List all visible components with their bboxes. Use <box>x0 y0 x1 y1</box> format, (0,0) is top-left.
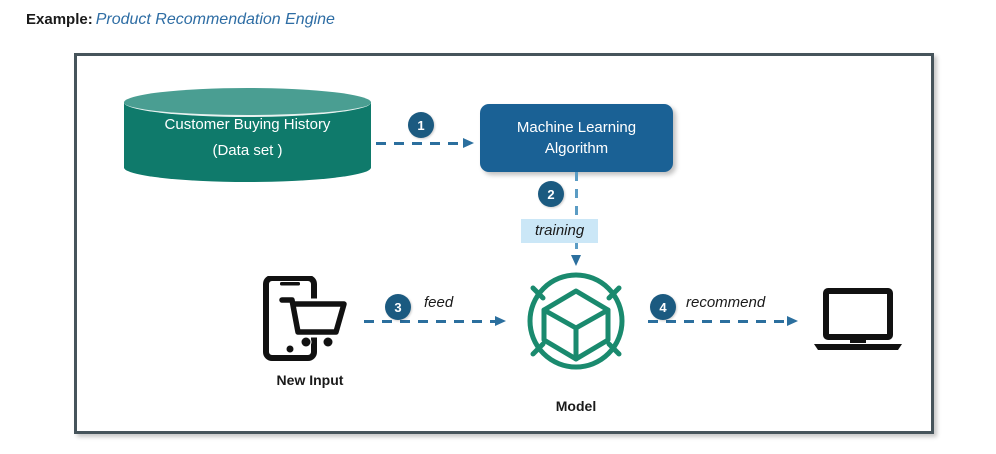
algorithm-label-line2: Algorithm <box>544 140 609 157</box>
dataset-label-line1: Customer Buying History <box>164 116 331 133</box>
cylinder-top-ellipse <box>124 88 371 117</box>
step-badge-1: 1 <box>408 112 434 138</box>
step-badge-2: 2 <box>538 181 564 207</box>
dataset-label-line2: (Data set ) <box>212 142 283 159</box>
arrow-head-icon <box>571 255 581 266</box>
algorithm-label: Machine Learning Algorithm <box>517 117 636 159</box>
edge-label-recommend: recommend <box>686 294 766 311</box>
arrow-head-icon <box>787 316 798 326</box>
node-output-laptop[interactable] <box>812 288 904 356</box>
step-badge-3: 3 <box>385 294 411 320</box>
arrow-dash <box>376 142 465 145</box>
arrow-new-input-to-model <box>364 316 506 326</box>
page-title-label: Example: <box>26 11 93 28</box>
node-model[interactable] <box>508 266 644 376</box>
arrow-algorithm-to-model <box>571 172 581 266</box>
arrow-dash <box>575 172 578 257</box>
page-title: Example:Product Recommendation Engine <box>26 10 335 30</box>
smartphone-shopping-cart-icon <box>263 275 350 361</box>
laptop-icon <box>814 288 902 350</box>
arrow-head-icon <box>463 138 474 148</box>
edge-label-training: training <box>521 219 599 243</box>
arrow-dash <box>364 320 497 323</box>
edge-label-feed: feed <box>424 294 454 311</box>
page-title-value: Product Recommendation Engine <box>95 11 335 28</box>
step-badge-4: 4 <box>650 294 676 320</box>
dataset-label: Customer Buying History (Data set ) <box>124 112 371 164</box>
arrow-dash <box>648 320 789 323</box>
node-new-input-caption: New Input <box>276 372 344 388</box>
node-model-caption: Model <box>555 398 597 414</box>
node-new-input[interactable] <box>262 275 358 362</box>
arrow-dataset-to-algorithm <box>376 138 474 148</box>
node-machine-learning-algorithm[interactable]: Machine Learning Algorithm <box>480 104 673 172</box>
arrow-head-icon <box>495 316 506 326</box>
cube-in-circle-icon <box>527 272 625 370</box>
arrow-model-to-output <box>648 316 798 326</box>
node-dataset-cylinder[interactable]: Customer Buying History (Data set ) <box>124 88 371 182</box>
algorithm-label-line1: Machine Learning <box>516 119 637 136</box>
